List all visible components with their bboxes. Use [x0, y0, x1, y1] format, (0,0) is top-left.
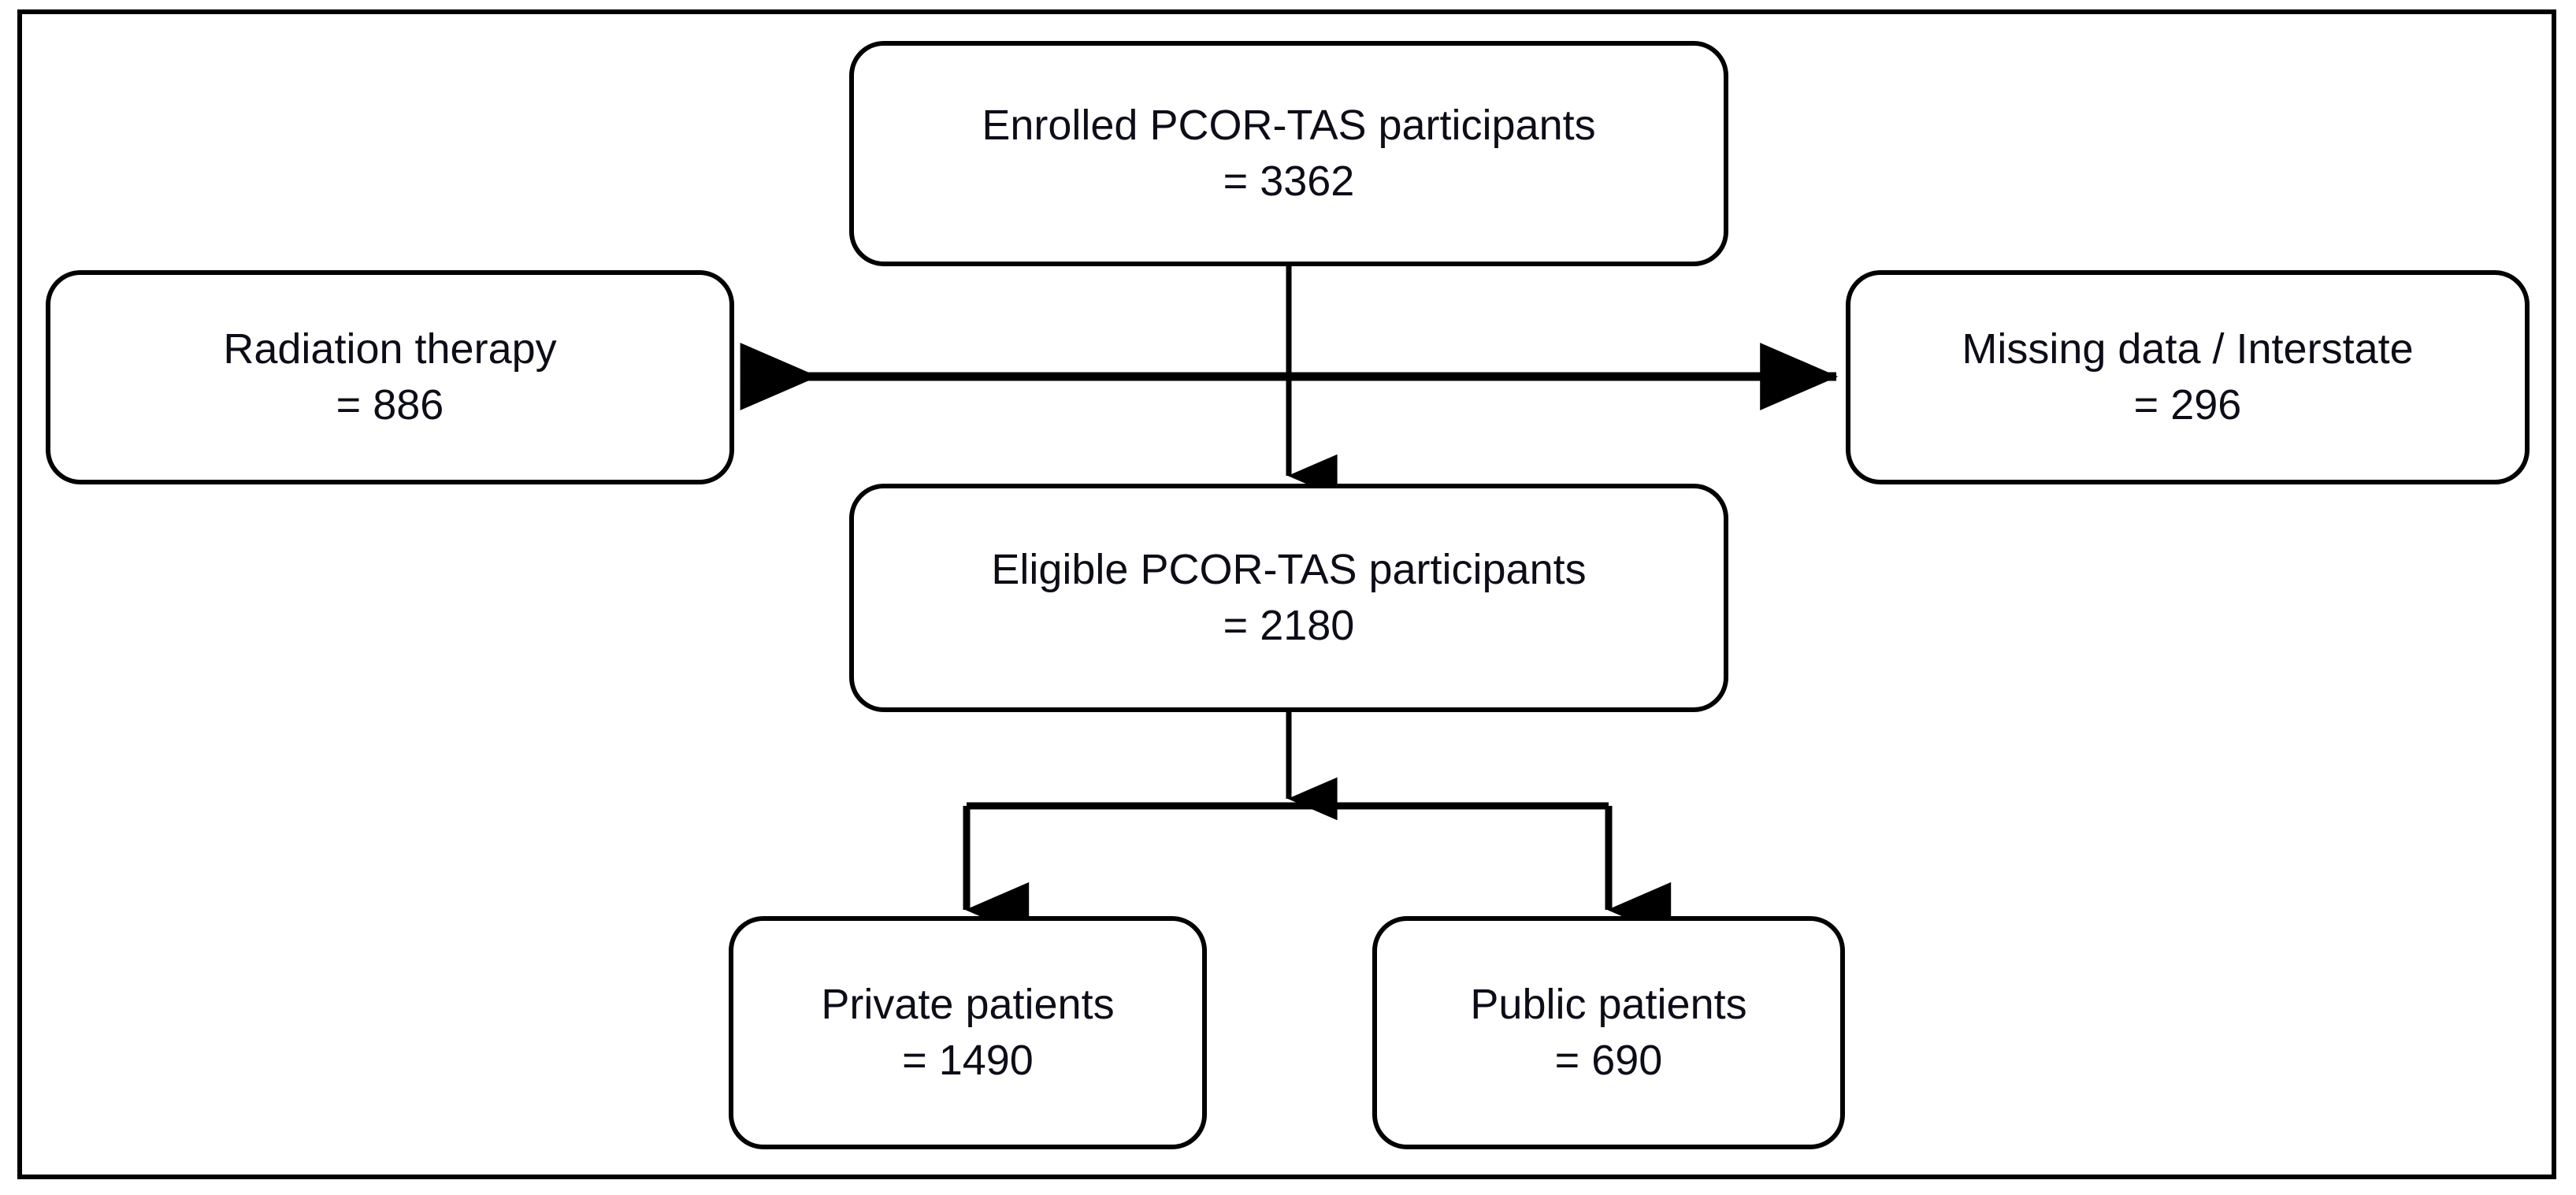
node-missing-label: Missing data / Interstate: [1962, 325, 2414, 373]
node-private-count: = 1490: [902, 1037, 1034, 1084]
node-eligible-participants[interactable]: Eligible PCOR-TAS participants = 2180: [849, 484, 1728, 712]
node-enrolled-label: Enrolled PCOR-TAS participants: [982, 101, 1596, 149]
node-public-count: = 690: [1554, 1037, 1663, 1084]
node-private-label: Private patients: [821, 980, 1115, 1028]
node-enrolled-count: = 3362: [1223, 158, 1355, 205]
node-missing-data-interstate[interactable]: Missing data / Interstate = 296: [1846, 270, 2530, 484]
node-radiation-therapy[interactable]: Radiation therapy = 886: [46, 270, 734, 484]
node-eligible-count: = 2180: [1223, 602, 1355, 649]
node-public-patients[interactable]: Public patients = 690: [1372, 916, 1845, 1149]
diagram-frame-border: [17, 9, 2556, 1179]
node-missing-count: = 296: [2133, 381, 2242, 429]
node-radiation-label: Radiation therapy: [223, 325, 557, 373]
node-public-label: Public patients: [1470, 980, 1747, 1028]
node-eligible-label: Eligible PCOR-TAS participants: [991, 545, 1587, 593]
node-radiation-count: = 886: [336, 381, 444, 429]
node-enrolled-participants[interactable]: Enrolled PCOR-TAS participants = 3362: [849, 41, 1728, 266]
node-private-patients[interactable]: Private patients = 1490: [729, 916, 1207, 1149]
